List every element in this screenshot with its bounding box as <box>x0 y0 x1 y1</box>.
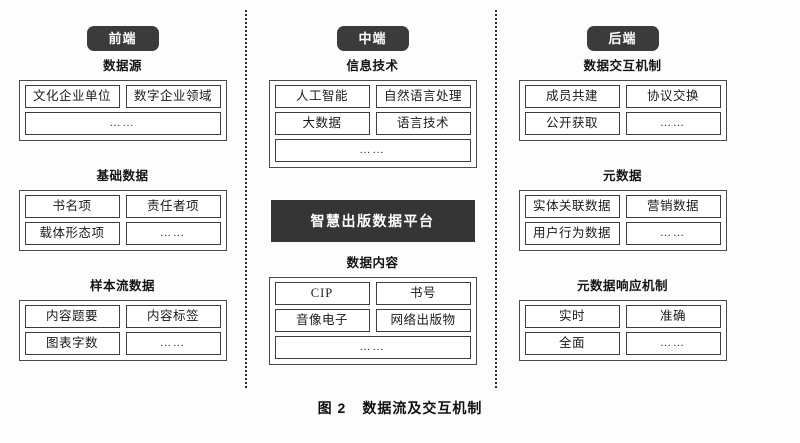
figure-caption-title: 数据流及交互机制 <box>362 400 483 416</box>
cell-row: 载体形态项 …… <box>24 222 221 245</box>
group-title-metadata-response-mechanism: 元数据响应机制 <box>576 279 668 293</box>
cell-item[interactable]: 语言技术 <box>375 112 471 135</box>
cell-row: 音像电子 网络出版物 <box>274 309 471 332</box>
group-data-source: 数据源 文化企业单位 数字企业领域 …… <box>18 58 227 141</box>
cell-row: 书名项 责任者项 <box>24 195 221 218</box>
cell-item[interactable]: 实体关联数据 <box>524 195 620 218</box>
cell-item[interactable]: 协议交换 <box>625 85 721 108</box>
group-box-sample-stream-data: 内容题要 内容标签 图表字数 …… <box>18 300 227 361</box>
cell-item[interactable]: 数字企业领域 <box>125 85 221 108</box>
cell-item[interactable]: 实时 <box>524 305 620 328</box>
cell-row: 实体关联数据 营销数据 <box>524 195 721 218</box>
cell-row: 全面 …… <box>524 332 721 355</box>
group-box-data-source: 文化企业单位 数字企业领域 …… <box>18 80 227 141</box>
group-title-data-content: 数据内容 <box>346 256 399 270</box>
cell-row: 公开获取 …… <box>524 112 721 135</box>
column-header-pill-front-end: 前端 <box>86 26 159 51</box>
cell-item-ellipsis[interactable]: …… <box>274 139 471 162</box>
column-middle-end: 中端 信息技术 人工智能 自然语言处理 大数据 语言技术 …… 智慧出版数据平台… <box>250 0 495 392</box>
group-box-metadata-response-mechanism: 实时 准确 全面 …… <box>518 300 727 361</box>
column-header-pill-middle-end: 中端 <box>336 26 409 51</box>
column-header-pill-back-end: 后端 <box>586 26 659 51</box>
group-title-basic-data: 基础数据 <box>96 169 149 183</box>
platform-bar-smart-publishing: 智慧出版数据平台 <box>270 200 475 242</box>
column-divider-left <box>245 10 247 388</box>
group-title-data-interaction-mechanism: 数据交互机制 <box>583 59 662 73</box>
group-data-interaction-mechanism: 数据交互机制 成员共建 协议交换 公开获取 …… <box>518 58 727 141</box>
cell-item[interactable]: CIP <box>274 282 370 305</box>
cell-row: 人工智能 自然语言处理 <box>274 85 471 108</box>
cell-item[interactable]: 音像电子 <box>274 309 370 332</box>
group-information-technology: 信息技术 人工智能 自然语言处理 大数据 语言技术 …… <box>268 58 477 168</box>
cell-item-ellipsis[interactable]: …… <box>274 336 471 359</box>
group-title-sample-stream-data: 样本流数据 <box>89 279 155 293</box>
cell-item[interactable]: 成员共建 <box>524 85 620 108</box>
cell-row: 内容题要 内容标签 <box>24 305 221 328</box>
cell-row: 实时 准确 <box>524 305 721 328</box>
cell-row: 图表字数 …… <box>24 332 221 355</box>
figure-caption-number: 图 2 <box>317 400 347 416</box>
cell-item[interactable]: 责任者项 <box>125 195 221 218</box>
cell-row: 成员共建 协议交换 <box>524 85 721 108</box>
group-metadata: 元数据 实体关联数据 营销数据 用户行为数据 …… <box>518 168 727 251</box>
figure-caption: 图 2 数据流及交互机制 <box>0 398 800 418</box>
cell-item[interactable]: 书名项 <box>24 195 120 218</box>
cell-item[interactable]: 自然语言处理 <box>375 85 471 108</box>
group-metadata-response-mechanism: 元数据响应机制 实时 准确 全面 …… <box>518 278 727 361</box>
group-title-information-technology: 信息技术 <box>346 59 399 73</box>
cell-item-ellipsis[interactable]: …… <box>625 112 721 135</box>
cell-row: 大数据 语言技术 <box>274 112 471 135</box>
cell-row: …… <box>274 139 471 162</box>
group-data-content: 数据内容 CIP 书号 音像电子 网络出版物 …… <box>268 255 477 365</box>
group-box-basic-data: 书名项 责任者项 载体形态项 …… <box>18 190 227 251</box>
cell-row: …… <box>274 336 471 359</box>
cell-item[interactable]: 全面 <box>524 332 620 355</box>
group-box-data-content: CIP 书号 音像电子 网络出版物 …… <box>268 277 477 365</box>
group-title-metadata: 元数据 <box>602 169 642 183</box>
group-sample-stream-data: 样本流数据 内容题要 内容标签 图表字数 …… <box>18 278 227 361</box>
cell-item[interactable]: 大数据 <box>274 112 370 135</box>
group-box-metadata: 实体关联数据 营销数据 用户行为数据 …… <box>518 190 727 251</box>
group-title-data-source: 数据源 <box>102 59 142 73</box>
cell-item[interactable]: 内容题要 <box>24 305 120 328</box>
cell-item[interactable]: 人工智能 <box>274 85 370 108</box>
group-box-data-interaction-mechanism: 成员共建 协议交换 公开获取 …… <box>518 80 727 141</box>
cell-item-ellipsis[interactable]: …… <box>625 222 721 245</box>
cell-item[interactable]: 公开获取 <box>524 112 620 135</box>
cell-item-ellipsis[interactable]: …… <box>24 112 221 135</box>
cell-item-ellipsis[interactable]: …… <box>125 222 221 245</box>
cell-item[interactable]: 书号 <box>375 282 471 305</box>
column-front-end: 前端 数据源 文化企业单位 数字企业领域 …… 基础数据 书名项 责任者项 <box>0 0 245 392</box>
cell-row: 文化企业单位 数字企业领域 <box>24 85 221 108</box>
cell-item-ellipsis[interactable]: …… <box>625 332 721 355</box>
cell-item[interactable]: 营销数据 <box>625 195 721 218</box>
column-divider-right <box>495 10 497 388</box>
cell-item[interactable]: 准确 <box>625 305 721 328</box>
cell-item[interactable]: 用户行为数据 <box>524 222 620 245</box>
column-back-end: 后端 数据交互机制 成员共建 协议交换 公开获取 …… 元数据 实体关联数据 营… <box>500 0 745 392</box>
cell-row: CIP 书号 <box>274 282 471 305</box>
cell-row: …… <box>24 112 221 135</box>
cell-item[interactable]: 文化企业单位 <box>24 85 120 108</box>
cell-item[interactable]: 网络出版物 <box>375 309 471 332</box>
cell-item[interactable]: 内容标签 <box>125 305 221 328</box>
group-basic-data: 基础数据 书名项 责任者项 载体形态项 …… <box>18 168 227 251</box>
cell-row: 用户行为数据 …… <box>524 222 721 245</box>
cell-item[interactable]: 图表字数 <box>24 332 120 355</box>
cell-item[interactable]: 载体形态项 <box>24 222 120 245</box>
group-box-information-technology: 人工智能 自然语言处理 大数据 语言技术 …… <box>268 80 477 168</box>
cell-item-ellipsis[interactable]: …… <box>125 332 221 355</box>
